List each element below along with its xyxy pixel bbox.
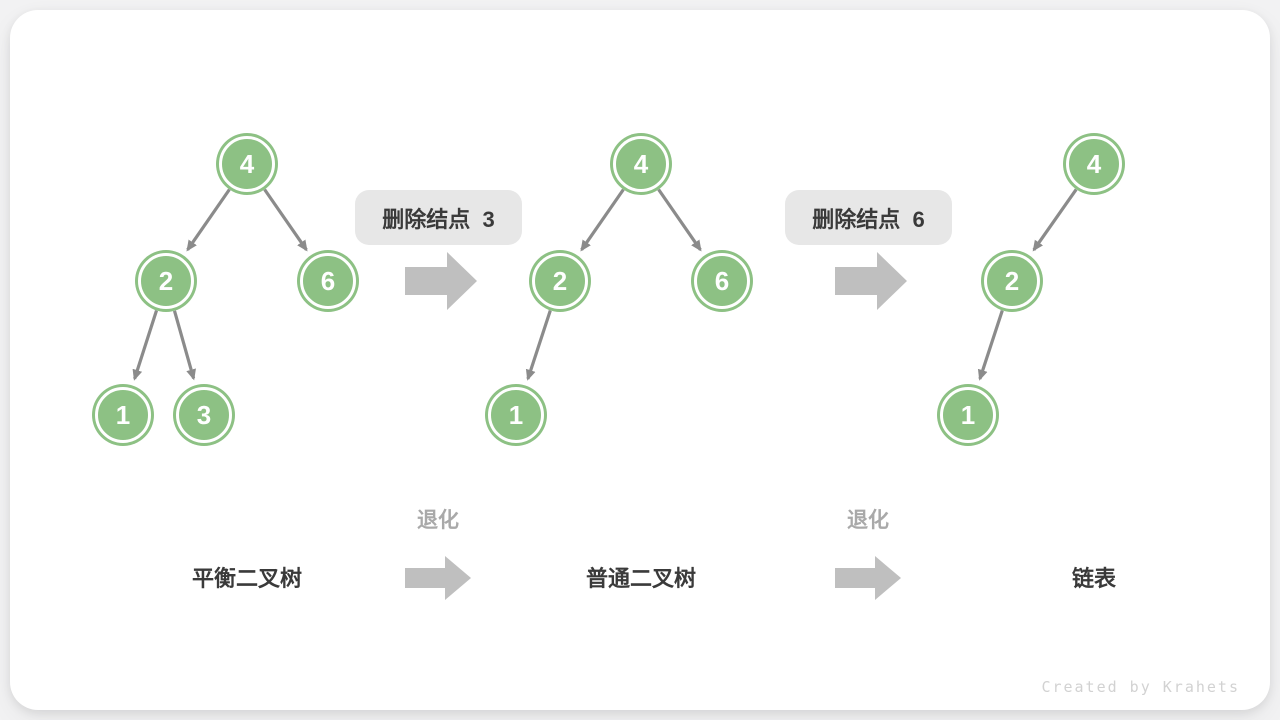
tree2-node-1: 1: [488, 387, 544, 443]
watermark: Created by Krahets: [1041, 678, 1240, 696]
tree3-node-2: 2: [984, 253, 1040, 309]
tree1-node-2: 2: [138, 253, 194, 309]
figure-card: [10, 10, 1270, 710]
tree1-node-3: 3: [176, 387, 232, 443]
tree1-node-6: 6: [300, 253, 356, 309]
delete-node-6-label: 删除结点 6: [785, 190, 952, 245]
tree2-node-6: 6: [694, 253, 750, 309]
tree2-node-4: 4: [613, 136, 669, 192]
degrade-label-2: 退化: [847, 509, 889, 532]
tree3-node-4: 4: [1066, 136, 1122, 192]
tree1-node-1: 1: [95, 387, 151, 443]
caption-ordinary-binary-tree: 普通二叉树: [585, 566, 697, 591]
degrade-label-1: 退化: [417, 509, 459, 532]
tree3-node-1: 1: [940, 387, 996, 443]
delete-node-3-label: 删除结点 3: [355, 190, 522, 245]
tree2-node-2: 2: [532, 253, 588, 309]
caption-balanced-binary-tree: 平衡二叉树: [191, 566, 303, 591]
caption-linked-list: 链表: [1071, 566, 1117, 591]
tree1-node-4: 4: [219, 136, 275, 192]
